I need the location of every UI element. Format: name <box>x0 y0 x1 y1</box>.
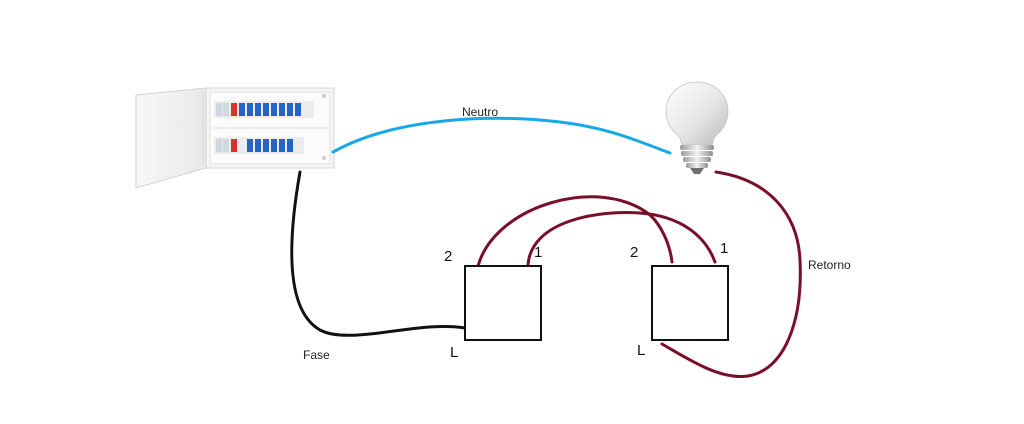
switch-right-terminal-1: 1 <box>720 240 729 257</box>
light-bulb-icon <box>665 81 729 174</box>
switch-left-terminal-1: 1 <box>534 244 543 261</box>
traveler-wire-1 <box>476 195 674 268</box>
return-wire <box>660 170 802 379</box>
breaker-panel-icon <box>135 87 335 189</box>
phase-wire <box>290 170 467 337</box>
breaker-row-bottom <box>214 137 304 154</box>
switch-left-box <box>464 265 542 341</box>
return-label: Retorno <box>808 258 851 272</box>
switch-right-terminal-2: 2 <box>630 244 639 261</box>
switch-left-terminal-2: 2 <box>444 248 453 265</box>
switch-right-box <box>651 265 729 341</box>
breaker-row-top <box>214 101 314 118</box>
traveler-wire-2 <box>526 211 717 268</box>
switch-right-terminal-l: L <box>637 342 646 359</box>
panel-door <box>135 87 207 189</box>
neutral-wire <box>331 116 672 155</box>
switch-left-terminal-l: L <box>450 344 459 361</box>
neutral-label: Neutro <box>462 105 499 119</box>
phase-label: Fase <box>303 348 330 362</box>
